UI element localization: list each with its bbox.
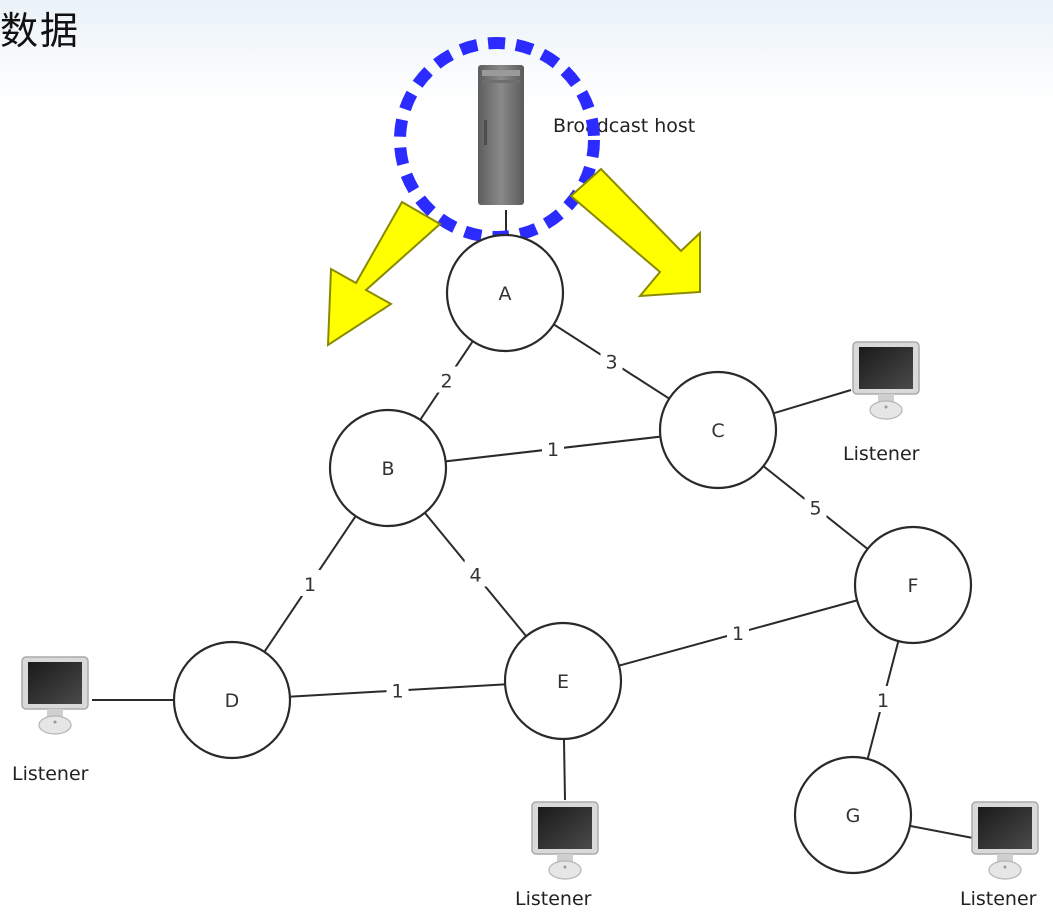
node-circle: [793, 755, 913, 875]
node-circle: [172, 640, 292, 760]
left-yellow-arrow: [326, 200, 442, 347]
edge-weight-label: 1: [547, 439, 559, 461]
listener-e: Listener: [515, 801, 599, 910]
listener-label: Listener: [12, 763, 89, 785]
node-circle: [853, 525, 973, 645]
right-yellow-arrow: [569, 167, 701, 298]
node-label: D: [225, 690, 240, 712]
listener-label: Listener: [960, 888, 1037, 910]
weight-background: [299, 570, 321, 596]
edge-weight-label: 4: [469, 565, 481, 587]
router-node-a: A: [445, 233, 565, 353]
listener-label: Listener: [515, 888, 592, 910]
edge-weight-label: 1: [877, 690, 889, 712]
node-label: F: [908, 575, 919, 597]
edge-e-f: 1: [562, 584, 914, 682]
listener-c: Listener: [843, 341, 920, 465]
monitor-icon: [971, 801, 1039, 880]
router-node-c: C: [658, 370, 778, 490]
router-node-f: F: [853, 525, 973, 645]
router-node-b: B: [328, 408, 448, 528]
monitor-icon: [852, 341, 920, 420]
node-label: E: [557, 671, 569, 693]
weight-background: [872, 686, 894, 712]
nodes-layer: A B C D E F G: [172, 233, 973, 875]
weight-background: [464, 560, 487, 587]
broadcast-host-label: Broadcast host: [553, 115, 695, 137]
weight-background: [804, 493, 827, 520]
listener-g: Listener: [960, 801, 1039, 910]
node-circle: [328, 408, 448, 528]
node-label: G: [846, 805, 861, 827]
slide-title: 数据: [0, 9, 81, 53]
router-node-g: G: [793, 755, 913, 875]
listener-d: Listener: [12, 656, 89, 785]
node-label: B: [381, 458, 394, 480]
weight-background: [435, 366, 458, 393]
broadcast-host-icon: [478, 65, 524, 236]
monitor-icon: [21, 656, 89, 735]
listener-label: Listener: [843, 443, 920, 465]
monitor-icon: [531, 801, 599, 880]
router-node-e: E: [503, 621, 623, 741]
node-circle: [658, 370, 778, 490]
weight-background: [386, 676, 409, 703]
node-label: C: [711, 420, 724, 442]
edge-weight-label: 1: [391, 681, 403, 703]
edge-weight-label: 1: [304, 574, 316, 596]
node-circle: [503, 621, 623, 741]
edge-weight-label: 2: [440, 371, 452, 393]
edge-weight-label: 3: [605, 352, 617, 374]
node-label: A: [499, 283, 512, 305]
edge-weight-label: 1: [732, 623, 744, 645]
weight-background: [727, 619, 749, 645]
edge-weight-label: 5: [809, 498, 821, 520]
node-circle: [445, 233, 565, 353]
weight-background: [600, 347, 623, 374]
router-node-d: D: [172, 640, 292, 760]
weight-background: [542, 435, 564, 461]
